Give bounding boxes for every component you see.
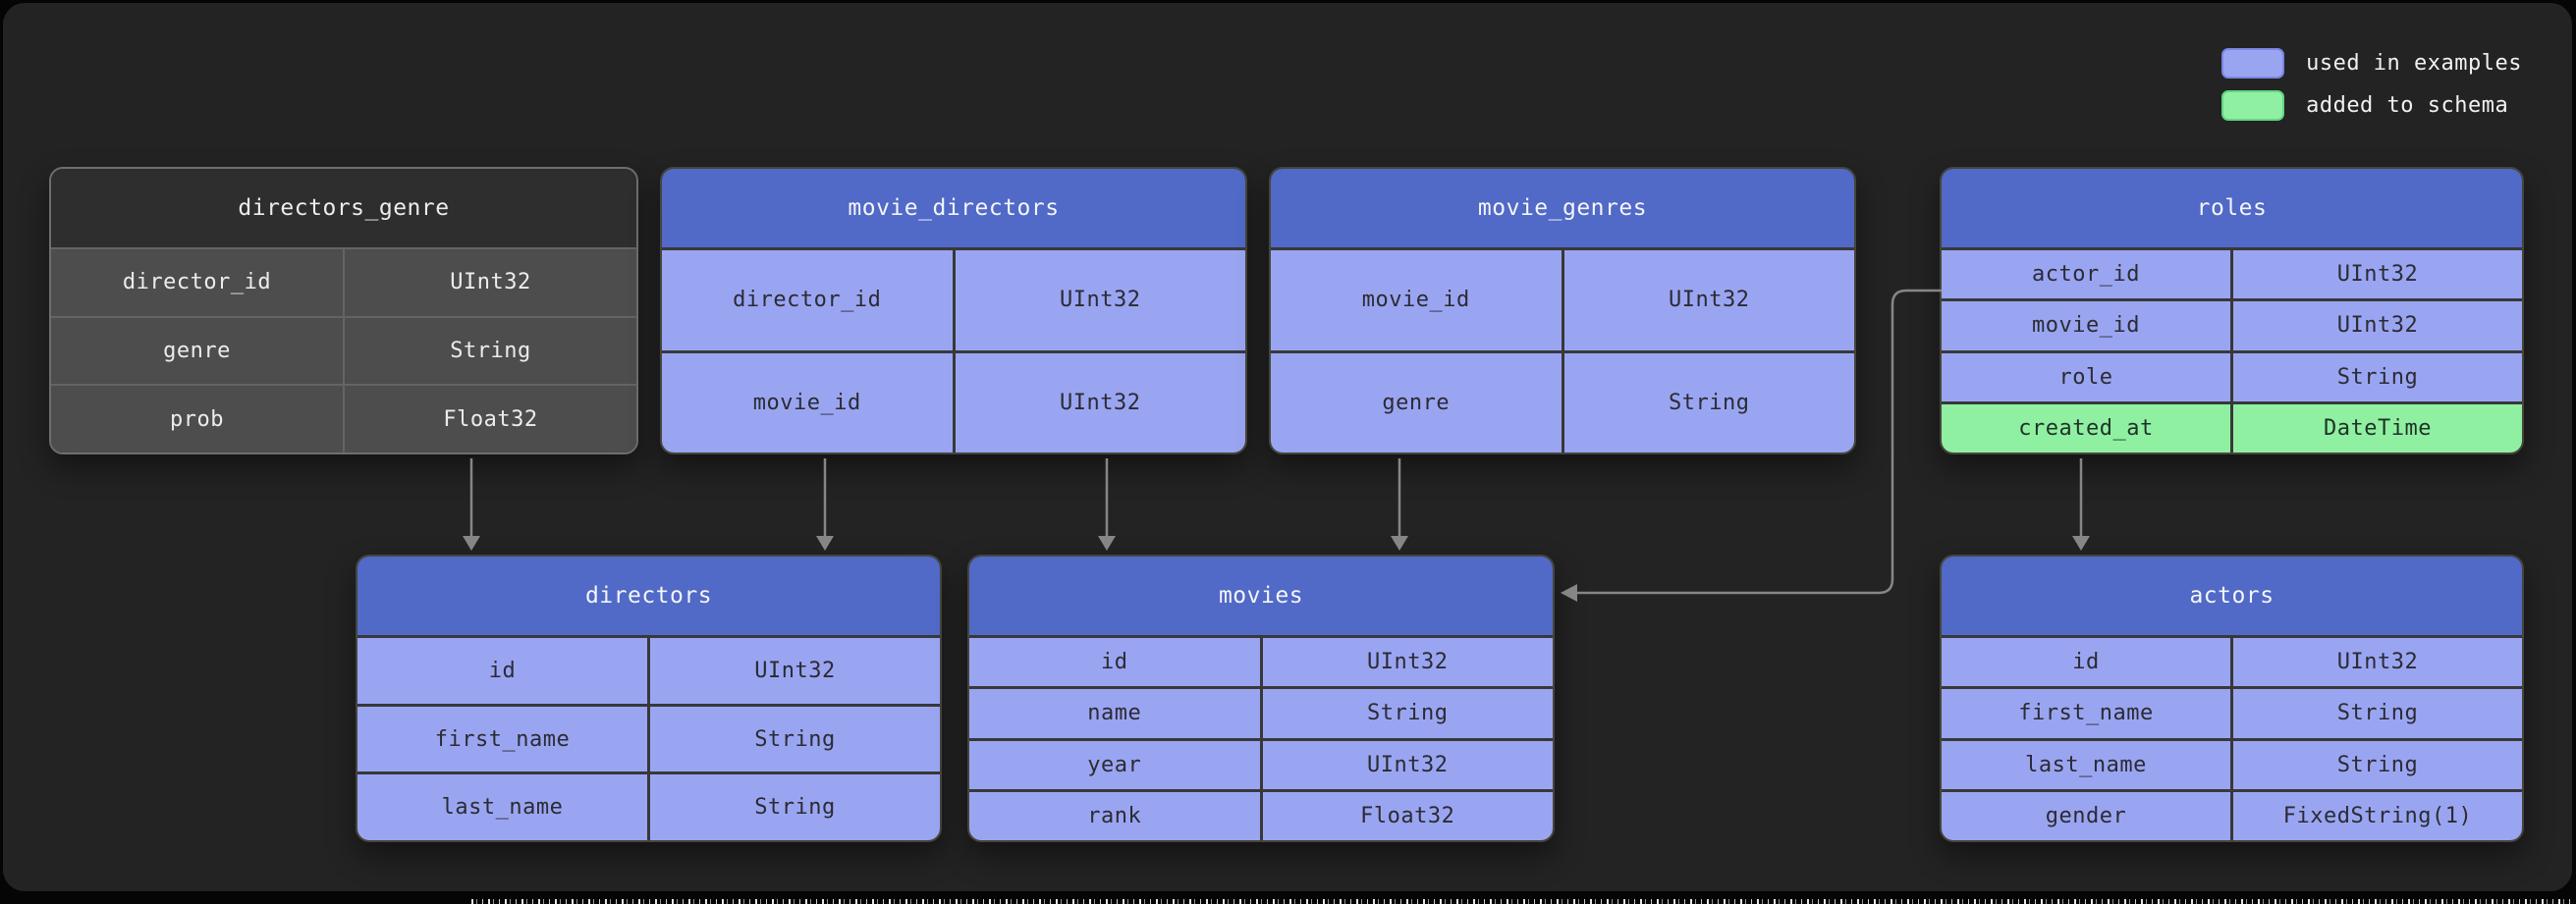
legend-label: used in examples bbox=[2306, 50, 2522, 76]
field-cell: id bbox=[357, 638, 650, 704]
table-row: year UInt32 bbox=[969, 737, 1553, 789]
field-cell: year bbox=[969, 740, 1263, 789]
legend-swatch-used-in-examples bbox=[2221, 47, 2285, 79]
field-cell: movie_id bbox=[1942, 301, 2233, 350]
type-cell: UInt32 bbox=[1367, 650, 1449, 675]
type-cell: UInt32 bbox=[1669, 288, 1750, 313]
table-row: movie_id UInt32 bbox=[662, 349, 1245, 452]
legend-item: added to schema bbox=[2221, 89, 2522, 121]
field-cell: prob bbox=[51, 386, 345, 452]
table-row: gender FixedString(1) bbox=[1942, 788, 2522, 840]
table-row: id UInt32 bbox=[357, 635, 940, 704]
table-title: movie_genres bbox=[1271, 169, 1854, 247]
table-row: genre String bbox=[51, 315, 636, 385]
type-cell: UInt32 bbox=[2336, 313, 2419, 339]
type-cell: String bbox=[754, 795, 836, 821]
type-cell: String bbox=[2336, 752, 2419, 777]
table-title: directors bbox=[357, 557, 940, 635]
type-cell: String bbox=[754, 726, 836, 752]
type-cell: Float32 bbox=[1360, 803, 1455, 828]
table-body: director_id UInt32 genre String prob Float32 bbox=[51, 247, 636, 452]
type-cell: Float32 bbox=[443, 406, 538, 432]
table-row: director_id UInt32 bbox=[51, 247, 636, 316]
type-cell: UInt32 bbox=[2336, 650, 2419, 675]
type-cell: UInt32 bbox=[450, 270, 531, 295]
type-cell: UInt32 bbox=[1060, 390, 1141, 415]
type-cell: UInt32 bbox=[1367, 752, 1449, 777]
type-cell: UInt32 bbox=[754, 658, 836, 683]
field-cell: last_name bbox=[1942, 740, 2233, 789]
legend-label: added to schema bbox=[2306, 92, 2509, 118]
table-title: movie_directors bbox=[662, 169, 1245, 247]
type-cell: String bbox=[2336, 701, 2419, 726]
field-cell: rank bbox=[969, 791, 1263, 840]
field-cell: actor_id bbox=[1942, 250, 2233, 299]
field-cell: name bbox=[969, 689, 1263, 738]
field-cell: movie_id bbox=[662, 352, 956, 452]
field-cell: first_name bbox=[357, 706, 650, 772]
table-row: rank Float32 bbox=[969, 788, 1553, 840]
table-row: director_id UInt32 bbox=[662, 247, 1245, 350]
legend-swatch-added-to-schema bbox=[2221, 89, 2285, 121]
type-cell: UInt32 bbox=[1060, 288, 1141, 313]
table-row: actor_id UInt32 bbox=[1942, 247, 2522, 299]
type-cell: DateTime bbox=[2324, 415, 2432, 441]
table-title: roles bbox=[1942, 169, 2522, 247]
table-row: id UInt32 bbox=[969, 635, 1553, 687]
table-body: movie_id UInt32 genre String bbox=[1271, 247, 1854, 452]
type-cell: UInt32 bbox=[2336, 262, 2419, 288]
field-cell: role bbox=[1942, 352, 2233, 401]
field-cell: director_id bbox=[662, 250, 956, 350]
table-row: first_name String bbox=[1942, 686, 2522, 738]
field-cell: movie_id bbox=[1271, 250, 1564, 350]
field-cell: id bbox=[1942, 638, 2233, 687]
table-row: first_name String bbox=[357, 703, 940, 772]
type-cell: String bbox=[1367, 701, 1449, 726]
field-cell: first_name bbox=[1942, 689, 2233, 738]
table-row: last_name String bbox=[357, 771, 940, 840]
legend: used in examples added to schema bbox=[2221, 47, 2522, 121]
table-row: movie_id UInt32 bbox=[1942, 298, 2522, 350]
table-title: movies bbox=[969, 557, 1553, 635]
field-cell: id bbox=[969, 638, 1263, 687]
field-cell: director_id bbox=[51, 249, 345, 316]
table-row: name String bbox=[969, 686, 1553, 738]
table-row: created_at DateTime bbox=[1942, 400, 2522, 452]
type-cell: String bbox=[2336, 364, 2419, 390]
background-window-edge bbox=[471, 899, 2574, 904]
field-cell: created_at bbox=[1942, 403, 2233, 452]
field-cell: genre bbox=[1271, 352, 1564, 452]
field-cell: gender bbox=[1942, 791, 2233, 840]
table-title: directors_genre bbox=[51, 169, 636, 247]
type-cell: String bbox=[1669, 390, 1750, 415]
table-row: id UInt32 bbox=[1942, 635, 2522, 687]
field-cell: last_name bbox=[357, 774, 650, 840]
type-cell: String bbox=[450, 339, 531, 363]
table-row: prob Float32 bbox=[51, 384, 636, 452]
table-row: last_name String bbox=[1942, 737, 2522, 789]
type-cell: FixedString(1) bbox=[2282, 803, 2473, 828]
table-title: actors bbox=[1942, 557, 2522, 635]
table-row: movie_id UInt32 bbox=[1271, 247, 1854, 350]
field-cell: genre bbox=[51, 317, 345, 385]
legend-item: used in examples bbox=[2221, 47, 2522, 79]
table-row: genre String bbox=[1271, 349, 1854, 452]
table-row: role String bbox=[1942, 349, 2522, 401]
